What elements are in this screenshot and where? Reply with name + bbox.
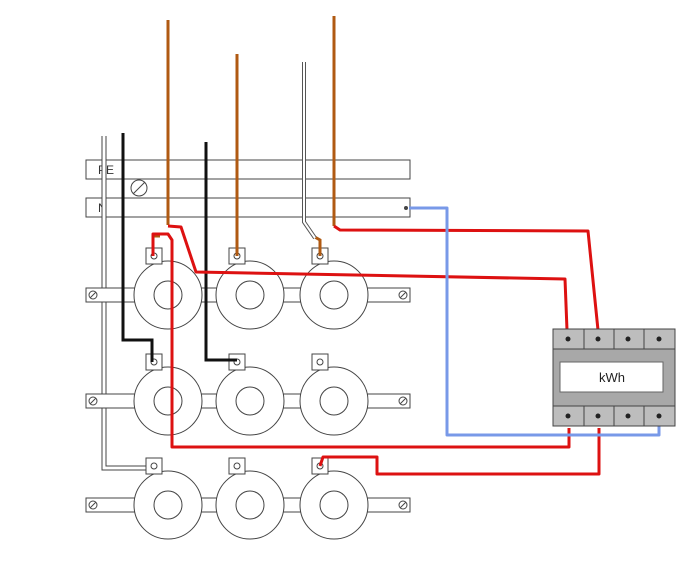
black-wire-2 [204, 142, 237, 362]
black-wire-1 [121, 133, 154, 362]
fuse-holder-1-3 [299, 247, 369, 330]
black-wires [121, 133, 237, 362]
feed-wires [151, 224, 601, 476]
fuse-holder-2-3 [299, 353, 369, 436]
fuse-holder-2-2 [215, 353, 285, 436]
phase-wire-l3 [302, 62, 317, 240]
n-busbar: N [85, 197, 411, 218]
kwh-meter: kWh [552, 328, 676, 427]
meter-display [559, 361, 664, 393]
pe-wire [101, 136, 150, 471]
fuse-holder-3-3 [299, 457, 369, 540]
fuse-holder-1-1 [133, 247, 203, 330]
phase-wires [151, 16, 336, 256]
fuse-holder-3-1 [133, 457, 203, 540]
fuse-holder-2-1 [133, 353, 203, 436]
n-terminal-icon [404, 206, 408, 210]
feed-wire-line-in [167, 224, 569, 331]
feed-wire-meter-in [333, 224, 600, 331]
feed-wire-meter-out [318, 428, 601, 476]
feed-wire-fuse-return [151, 232, 571, 449]
pe-busbar: PE [85, 159, 411, 197]
neutral-wire [409, 206, 661, 437]
fuse-holder-1-2 [215, 247, 285, 330]
meter-label: kWh [599, 370, 625, 385]
fuse-holder-3-2 [215, 457, 285, 540]
